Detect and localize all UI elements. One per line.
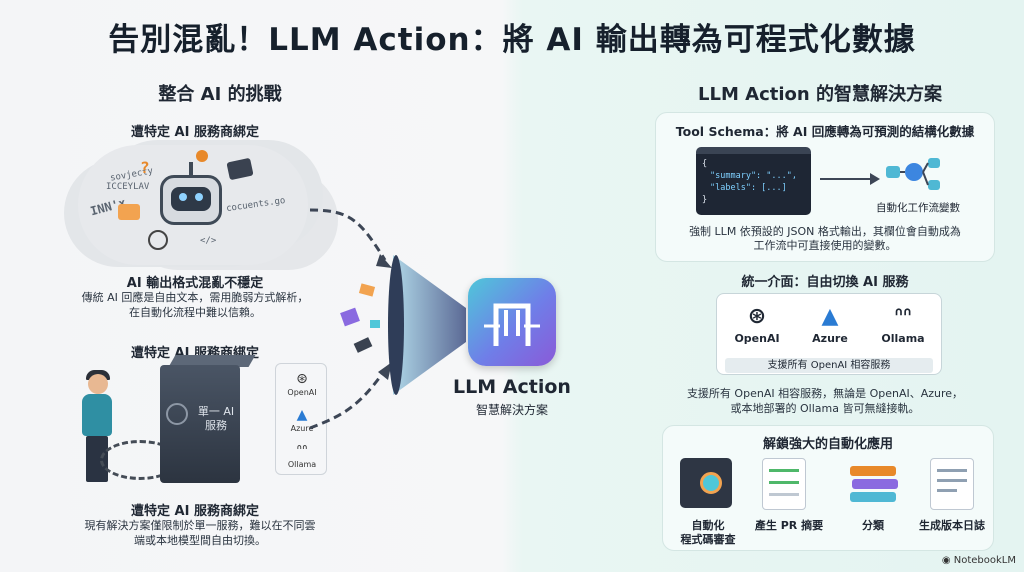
stack-layer-3: [850, 492, 896, 502]
workflow-label: 自動化工作流變數: [876, 202, 960, 214]
provider-openai: ⊛OpenAI: [282, 370, 322, 402]
llm-action-logo: [468, 278, 556, 366]
azure-icon: ▲: [821, 304, 839, 329]
unified-title: 統一介面：自由切換 AI 服務: [741, 275, 909, 290]
check-line-icon: [769, 481, 799, 484]
schema-desc-2: 工作流中可直接使用的變數。: [753, 239, 897, 252]
magnifier-icon: [700, 472, 722, 494]
doodle-text-6: </>: [200, 236, 217, 246]
text-line-icon: [937, 489, 957, 492]
text-line-icon: [769, 493, 799, 496]
code-line-1: {: [702, 159, 708, 169]
unified-desc-1: 支援所有 OpenAI 相容服務，無論是 OpenAI、Azure，: [686, 387, 964, 400]
arrow-bottom: [309, 369, 387, 430]
chaos-title: AI 輸出格式混亂不穩定: [126, 276, 264, 291]
doodle-text-2: ICCEYLAV: [106, 182, 150, 192]
text-line-icon: [937, 469, 967, 472]
code-review-icon: [680, 458, 732, 508]
chaos-desc-1: 傳統 AI 回應是自由文本，需用脆弱方式解析，: [81, 291, 309, 304]
lock-in-label-top: 遭特定 AI 服務商綁定: [131, 125, 259, 140]
flying-card-3: [353, 337, 373, 353]
services-strip: 支援所有 OpenAI 相容服務: [725, 358, 933, 373]
stack-layer-1: [850, 466, 896, 476]
left-heading: 整合 AI 的挑戰: [158, 84, 282, 105]
unified-desc-2: 或本地部署的 Ollama 皆可無縫接軌。: [730, 402, 920, 415]
server-label: 單一 AI服務: [197, 405, 235, 432]
arrow-top-head: [376, 254, 392, 268]
person-head: [88, 374, 108, 394]
json-code-block: { "summary": "...", "labels": [...] }: [696, 147, 811, 215]
page-title: 告別混亂！LLM Action：將 AI 輸出轉為可程式化數據: [108, 22, 916, 58]
funnel-icon: [388, 255, 466, 395]
stack-layer-2: [852, 479, 898, 489]
logo-mark-icon: [484, 303, 540, 346]
app-label-code-review: 自動化 程式碼審查: [680, 519, 736, 546]
question-mark-icon: ?: [140, 158, 150, 177]
watermark-text: NotebookLM: [953, 555, 1016, 566]
arrow-bottom-head: [378, 362, 392, 380]
ollama-icon: ᐢᐢ: [894, 304, 912, 329]
robot-eye-right: [195, 193, 203, 201]
code-line-2: "summary": "...",: [710, 171, 797, 181]
app-label-classification: 分類: [862, 519, 884, 532]
right-heading: LLM Action 的智慧解決方案: [698, 84, 942, 105]
apps-title: 解鎖強大的自動化應用: [762, 437, 893, 452]
lock-in-desc-2: 端或本地模型間自由切換。: [134, 534, 266, 547]
openai-icon: ⊛: [296, 371, 308, 387]
person-legs: [86, 436, 108, 482]
workflow-icon: [886, 158, 940, 190]
robot-eye-left: [179, 193, 187, 201]
robot-antenna-icon: [189, 162, 193, 176]
code-file-icon: [118, 204, 140, 220]
app-label-pr-summary: 產生 PR 摘要: [754, 519, 824, 532]
classification-icon: [850, 466, 900, 506]
chaos-desc-2: 在自動化流程中難以信賴。: [129, 306, 261, 319]
arrow-top: [309, 208, 387, 261]
app-label-changelog: 生成版本日誌: [919, 519, 985, 532]
person-body: [82, 394, 112, 436]
openai-icon: ⊛: [747, 304, 767, 329]
schema-title: Tool Schema：將 AI 回應轉為可預測的結構化數據: [675, 124, 975, 139]
notebooklm-watermark: ◉ NotebookLM: [941, 555, 1016, 566]
flying-card-4: [370, 320, 380, 328]
openai-doodle-icon: [148, 230, 168, 250]
provider-azure: ▲Azure: [282, 406, 322, 438]
server-icon: 單一 AI服務: [160, 365, 240, 483]
flying-card-2: [358, 283, 376, 297]
product-name: LLM Action: [453, 376, 571, 398]
dot-icon: [196, 150, 208, 162]
ollama-icon: ᐢᐢ: [296, 443, 308, 459]
code-line-3: "labels": [...]: [710, 183, 787, 193]
product-sub: 智慧解決方案: [475, 403, 548, 417]
azure-icon: ▲: [296, 407, 308, 423]
check-line-icon: [769, 469, 799, 472]
changelog-icon: [930, 458, 974, 510]
schema-arrow-icon: [820, 173, 880, 185]
code-line-4: }: [702, 195, 708, 205]
schema-desc-1: 強制 LLM 依預設的 JSON 格式輸出，其欄位會自動成為: [689, 225, 961, 238]
lock-in-title: 遭特定 AI 服務商綁定: [131, 504, 259, 519]
service-openai: ⊛OpenAI: [721, 302, 793, 345]
lock-in-desc-1: 現有解決方案僅限制於單一服務，難以在不同雲: [84, 519, 316, 532]
text-line-icon: [937, 479, 967, 482]
robot-icon: [160, 175, 222, 225]
service-azure: ▲Azure: [794, 302, 866, 345]
robot-face: [171, 187, 211, 211]
flow-arrows: [309, 208, 392, 430]
server-openai-icon: [166, 403, 188, 425]
flying-card-1: [340, 307, 360, 327]
pr-summary-icon: [762, 458, 806, 510]
